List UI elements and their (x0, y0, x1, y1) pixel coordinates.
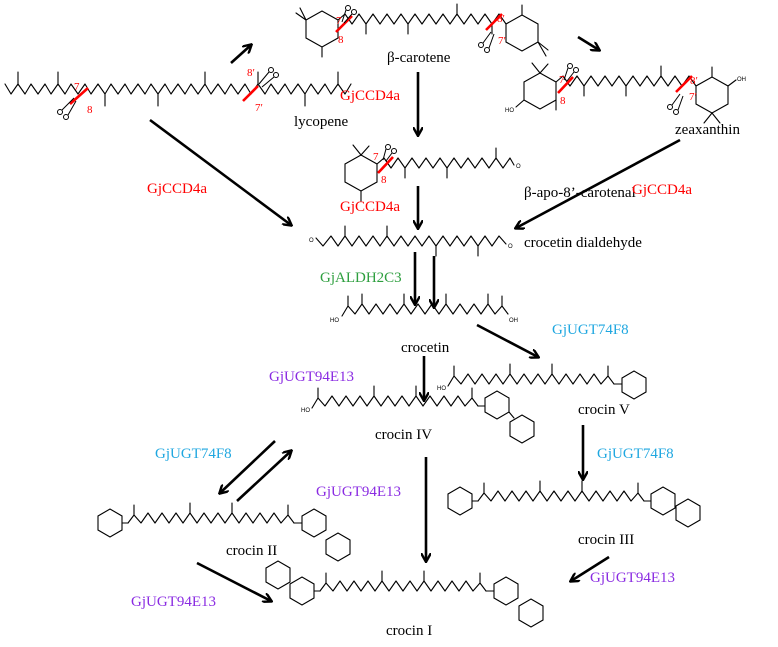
arrow-crocin-iv-to-crocin-ii (220, 440, 276, 493)
carotene-right-site-b: 7′ (498, 35, 506, 47)
crocetin-left-hydroxyl: HO (330, 318, 339, 324)
carotene-left-site-a: 7 (336, 15, 342, 27)
zeaxanthin-left-site-b: 8 (560, 95, 566, 107)
lycopene-right-site-b: 7′ (255, 102, 263, 114)
enzyme-label-ccd4a-right: GjCCD4a (632, 182, 692, 198)
zeaxanthin-left-hydroxyl: HO (505, 108, 514, 114)
enzyme-label-ccd4a-top: GjCCD4a (340, 88, 400, 104)
crocin-ii-label: crocin II (226, 543, 277, 559)
lycopene-structure (4, 71, 352, 107)
lycopene-right-site-a: 8′ (247, 67, 255, 79)
carotene-right-cut-line (485, 13, 503, 31)
crocetin-label: crocetin (401, 340, 450, 356)
zeaxanthin-right-site-a: 8′ (690, 75, 698, 87)
zeaxanthin-label: zeaxanthin (675, 122, 740, 138)
enzyme-label-ugt94e13-lower-left: GjUGT94E13 (131, 594, 216, 610)
enzyme-label-ugt94e13-center-lower: GjUGT94E13 (316, 484, 401, 500)
arrow-lycopene-to-dialdehyde (149, 118, 291, 225)
arrow-lycopene-to-carotene (230, 45, 251, 64)
enzyme-label-ugt94e13-lower-right: GjUGT94E13 (590, 570, 675, 586)
crocetin-right-hydroxyl: OH (509, 318, 518, 324)
scissors-icon (478, 31, 495, 53)
apocarotenal-site-a: 7 (373, 151, 379, 163)
enzyme-label-aldh2c3: GjALDH2C3 (320, 270, 402, 286)
crocin-iii-label: crocin III (578, 532, 634, 548)
lycopene-left-cut-mark: 7 8 (57, 81, 93, 120)
arrow-crocin-ii-to-crocin-iv (236, 451, 291, 502)
lycopene-left-site-b: 8 (87, 104, 93, 116)
lycopene-right-cut-mark: 8′ 7′ (242, 67, 279, 114)
crocin-i-structure (265, 560, 544, 628)
zeaxanthin-right-site-b: 7′ (689, 91, 697, 103)
crocin-iv-hydroxyl: HO (301, 408, 310, 414)
enzyme-label-ugt74f8-lower-right: GjUGT74F8 (597, 446, 674, 462)
arrow-crocetin-to-crocin-v (476, 323, 538, 357)
scissors-icon (563, 63, 579, 82)
crocin-iv-label: crocin IV (375, 427, 432, 443)
carotene-right-site-a: 8′ (497, 13, 505, 25)
arrow-zeaxanthin-to-dialdehyde (516, 138, 681, 228)
crocetin-dialdehyde-label: crocetin dialdehyde (524, 235, 642, 251)
enzyme-label-ugt74f8-left: GjUGT74F8 (155, 446, 232, 462)
enzyme-label-ugt94e13-center-upper: GjUGT94E13 (269, 369, 354, 385)
zeaxanthin-right-cut-line (675, 75, 693, 93)
scissors-icon (258, 67, 279, 88)
beta-carotene-label: β-carotene (387, 50, 451, 66)
arrow-crocin-iii-to-crocin-i (571, 555, 610, 581)
zeaxanthin-left-site-a: 7 (559, 74, 565, 86)
zeaxanthin-left-cut-mark: 7 8 (557, 63, 579, 107)
arrow-crocin-ii-to-crocin-i (196, 561, 271, 601)
apocarotenal-site-b: 8 (381, 174, 387, 186)
crocin-v-structure (447, 363, 647, 400)
scissors-icon (341, 5, 357, 24)
beta-carotene-left-cut-mark: 7 8 (335, 5, 357, 46)
reaction-arrows (149, 35, 681, 601)
beta-carotene-right-cut-mark: 8′ 7′ (478, 13, 506, 53)
enzyme-label-ccd4a-left: GjCCD4a (147, 181, 207, 197)
lycopene-left-site-a: 7 (74, 81, 80, 93)
lycopene-right-cut-line (242, 85, 259, 102)
carotene-left-site-b: 8 (338, 34, 344, 46)
zeaxanthin-left-cut-line (557, 76, 574, 94)
carotene-left-cut-line (335, 15, 353, 33)
arrow-carotene-to-zeaxanthin (577, 35, 599, 50)
apocarotenal-structure (344, 144, 515, 202)
zeaxanthin-right-hydroxyl: OH (737, 77, 746, 83)
crocetin-dialdehyde-structure (315, 225, 507, 257)
crocin-i-label: crocin I (386, 623, 432, 639)
scissors-icon (667, 93, 684, 115)
lycopene-left-cut-line (69, 87, 89, 105)
dialdehyde-left-oxygen: O (309, 238, 314, 244)
apocarotenal-aldehyde-oxygen: O (516, 164, 521, 170)
crocin-iv-structure (311, 385, 535, 444)
crocetin-structure (341, 293, 509, 317)
apocarotenal-cut-line (377, 156, 394, 174)
beta-carotene-structure (295, 3, 549, 58)
zeaxanthin-structure (515, 62, 737, 124)
crocin-ii-structure (97, 502, 351, 562)
crocin-v-label: crocin V (578, 402, 630, 418)
lycopene-label: lycopene (294, 114, 348, 130)
scissors-icon (57, 97, 77, 120)
dialdehyde-right-oxygen: O (508, 244, 513, 250)
enzyme-label-ccd4a-mid: GjCCD4a (340, 199, 400, 215)
scissors-icon (382, 144, 397, 162)
apocarotenal-cut-mark: 7 8 (373, 144, 397, 186)
crocin-iii-structure (447, 480, 701, 528)
crocin-v-hydroxyl: HO (437, 386, 446, 392)
enzyme-label-ugt74f8-upper-right: GjUGT74F8 (552, 322, 629, 338)
zeaxanthin-right-cut-mark: 8′ 7′ (667, 75, 698, 115)
